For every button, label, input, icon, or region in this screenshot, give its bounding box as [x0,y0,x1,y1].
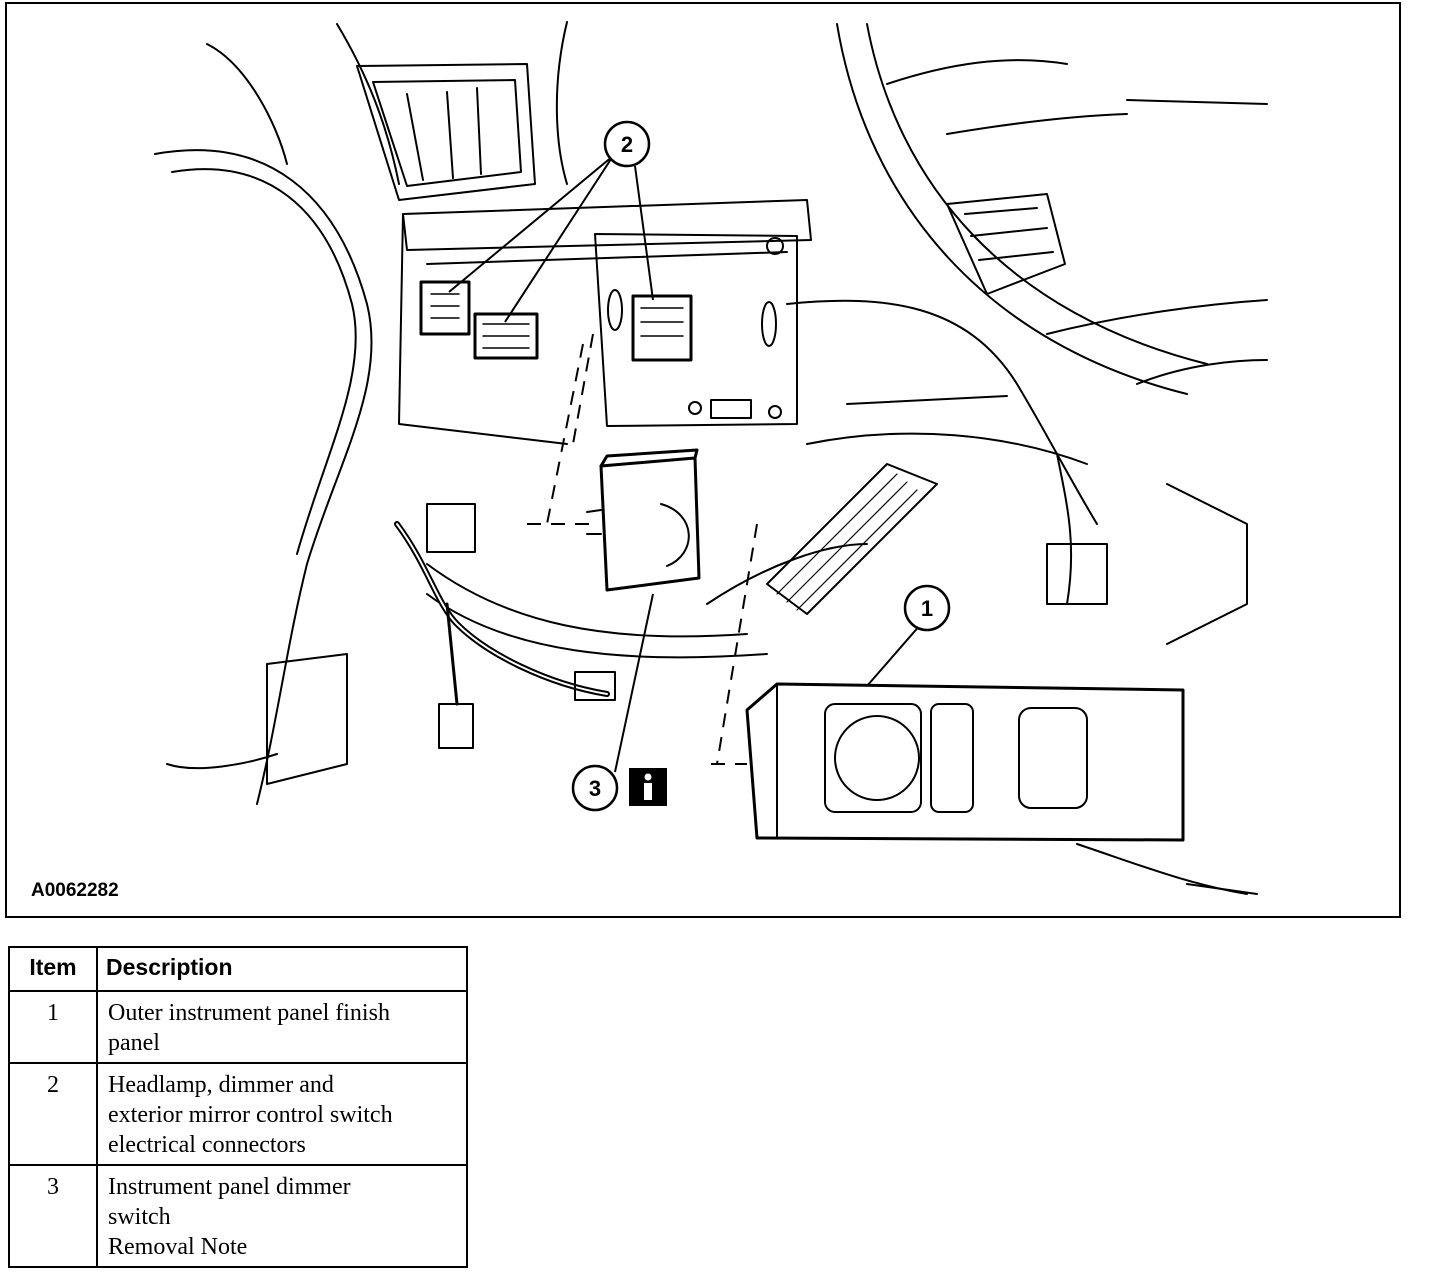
legend-description: Outer instrument panel finish panel [96,990,468,1064]
legend-row: 1 Outer instrument panel finish panel [8,990,468,1064]
connector-right [631,294,693,362]
description-line: electrical connectors [108,1132,306,1158]
legend-item-number: 1 [8,990,98,1064]
callout-2: 2 [603,120,651,168]
lower-panel-vent [766,463,938,615]
steering-wheel [836,23,1188,395]
dash-beam [402,199,812,251]
steering-column [786,299,1098,525]
dimmer-switch [586,448,701,592]
center-vent [356,63,536,201]
diagram-figure: 2 1 3 A0062282 [5,2,1401,918]
legend-item-number: 3 [8,1164,98,1268]
connector-left [419,280,471,336]
info-icon[interactable] [629,768,667,806]
description-line: exterior mirror control switch [108,1102,393,1128]
left-pillar [206,43,288,165]
wheel-spoke [946,193,1066,295]
legend-description: Instrument panel dimmer switch Removal N… [96,1164,468,1268]
item-column-header: Item [8,946,98,992]
description-line: switch [108,1204,171,1230]
callout-1-number: 1 [921,596,933,621]
description-column-header: Description [96,946,468,992]
removal-note-link[interactable]: Removal Note [108,1234,248,1260]
finish-panel [745,682,1185,842]
description-line: panel [108,1030,160,1056]
connector-middle [473,312,539,360]
left-dash-trim [154,149,373,805]
callout-3-number: 3 [589,776,601,801]
mounting-bracket [594,233,798,427]
description-line: Instrument panel dimmer [108,1174,351,1200]
wiring-harness [394,521,610,697]
legend-table: Item Description 1 Outer instrument pane… [8,946,468,1268]
legend-row: 2 Headlamp, dimmer and exterior mirror c… [8,1062,468,1166]
legend-row: 3 Instrument panel dimmer switch Removal… [8,1164,468,1268]
description-line: Outer instrument panel finish [108,1000,390,1026]
description-line: Headlamp, dimmer and [108,1072,334,1098]
figure-id: A0062282 [31,880,119,901]
callout-3: 3 [571,764,619,812]
callout-2-number: 2 [621,132,633,157]
legend-header-row: Item Description [8,946,468,992]
legend-description: Headlamp, dimmer and exterior mirror con… [96,1062,468,1166]
legend-item-number: 2 [8,1062,98,1166]
instrument-panel-illustration: 2 1 3 [154,21,1268,895]
callout-1: 1 [903,584,951,632]
